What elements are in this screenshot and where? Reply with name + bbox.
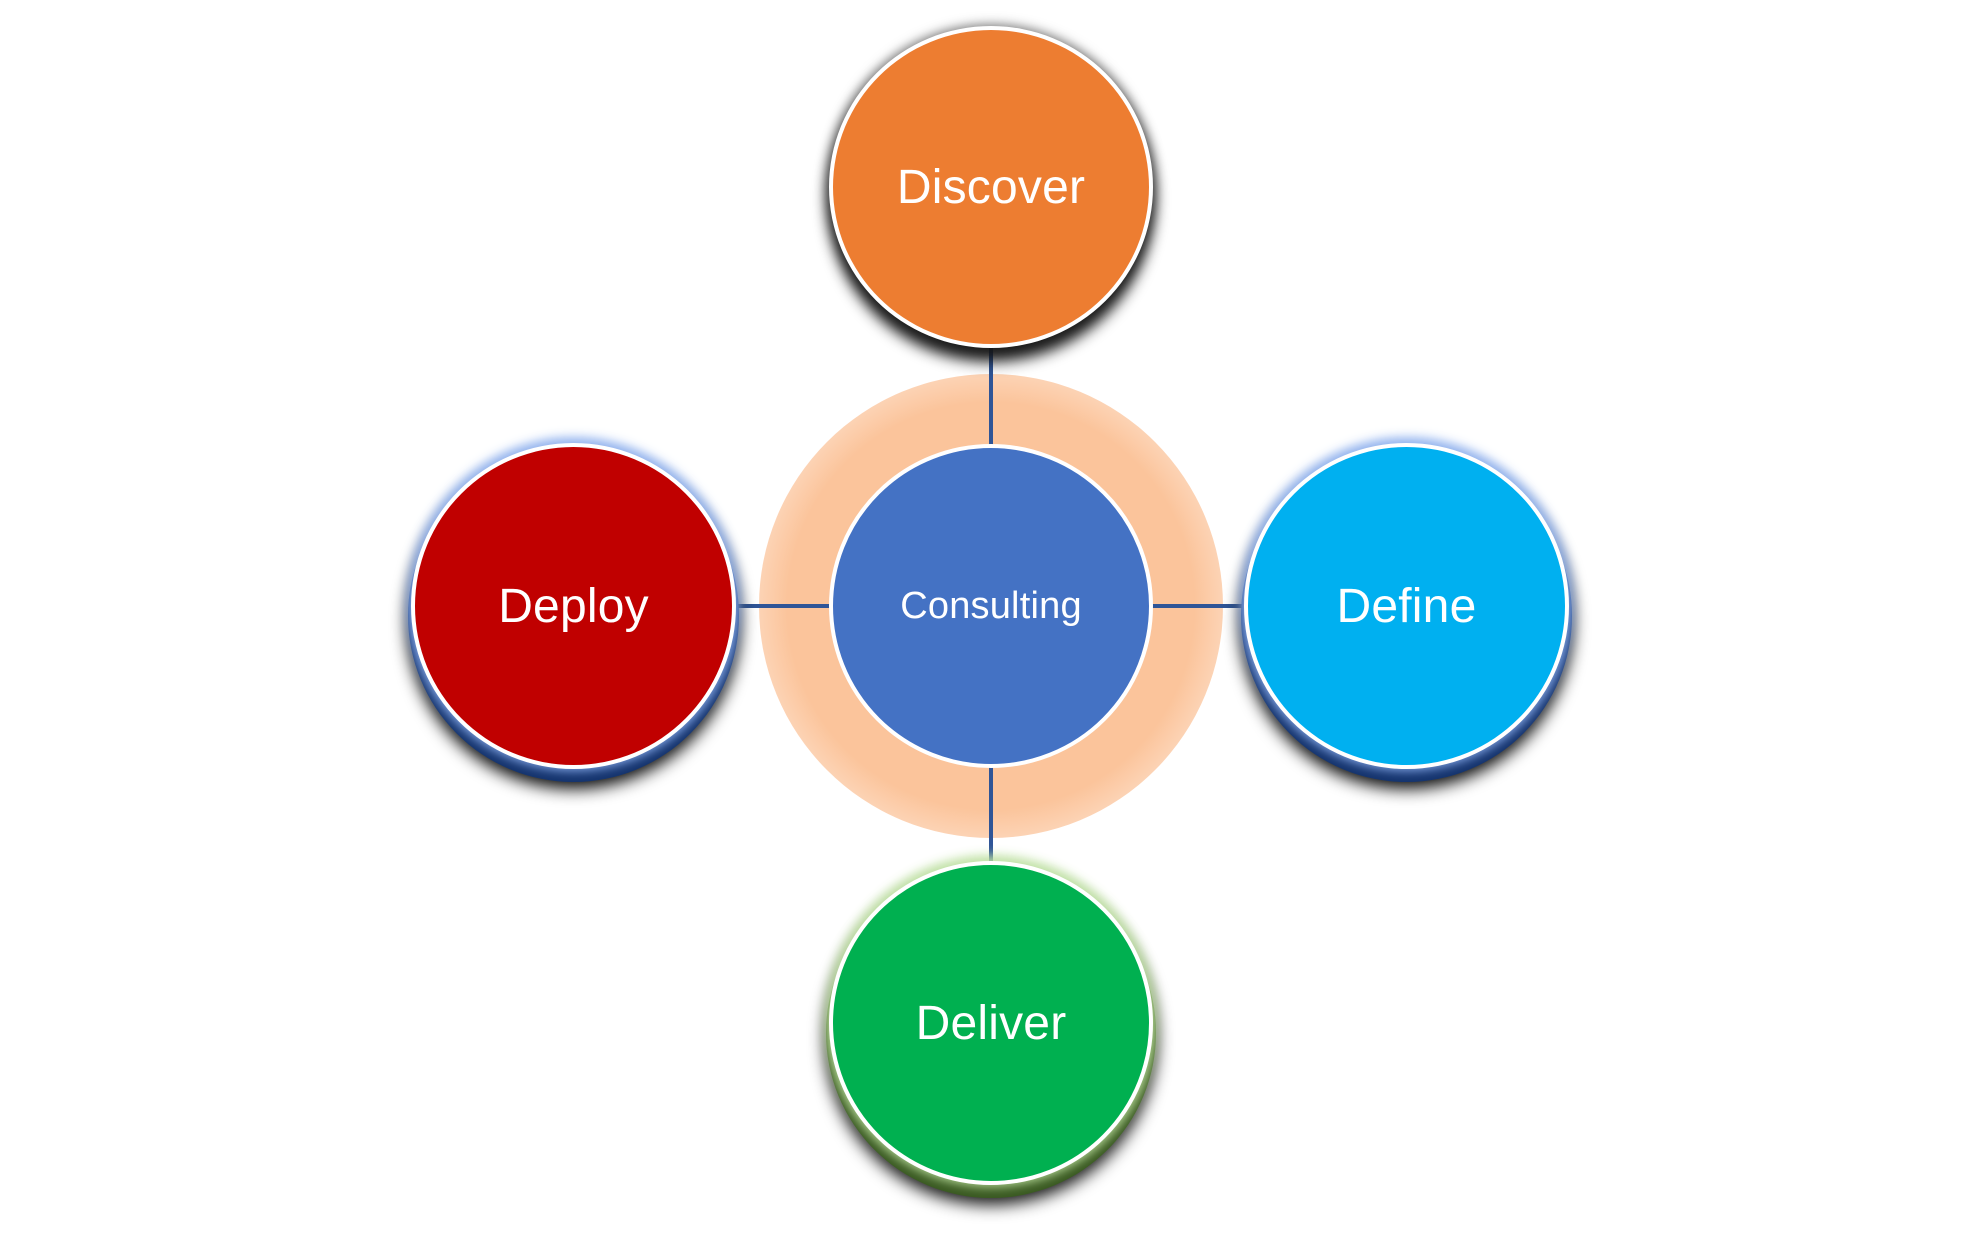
node-define-label: Define [1336, 579, 1477, 633]
node-consulting-label: Consulting [900, 584, 1082, 627]
node-deliver-label: Deliver [915, 996, 1067, 1050]
node-deploy-label: Deploy [498, 579, 649, 633]
connector-top [989, 348, 993, 445]
connector-bottom [989, 767, 993, 862]
connector-right [1152, 604, 1245, 608]
node-deliver[interactable]: Deliver [829, 861, 1153, 1185]
node-discover[interactable]: Discover [829, 26, 1153, 348]
node-define[interactable]: Define [1244, 443, 1569, 769]
node-discover-label: Discover [896, 160, 1086, 214]
node-deploy[interactable]: Deploy [411, 443, 736, 769]
connector-left [735, 604, 830, 608]
node-consulting-center[interactable]: Consulting [829, 444, 1153, 768]
